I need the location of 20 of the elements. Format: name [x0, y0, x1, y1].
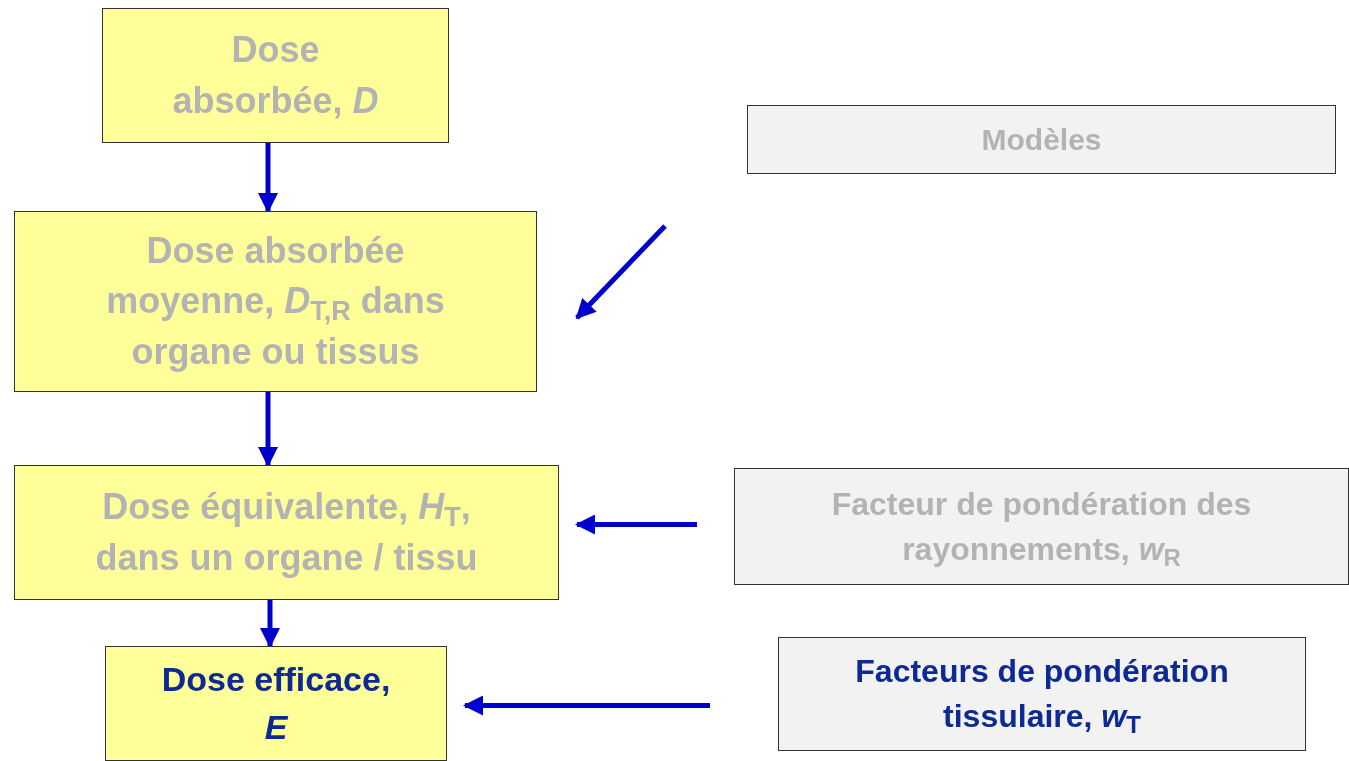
- arrow: [258, 392, 278, 467]
- process-box: [778, 637, 1306, 751]
- box-text: Dose efficace, E: [160, 658, 392, 748]
- box-text: Modèles: [981, 121, 1102, 158]
- box-text: Facteurs de pondération tissulaire, w$_{T}$: [854, 652, 1230, 739]
- box-text: Dose absorbée, D: [171, 28, 380, 123]
- process-box: [734, 468, 1349, 585]
- box-text: Dose absorbée moyenne, D$_{T,R}$ dans organe ou tissus: [105, 228, 446, 374]
- arrow: [463, 695, 710, 716]
- arrow: [575, 514, 697, 535]
- box-text: Facteur de pondération des rayonnements, w$_{R}$: [830, 484, 1253, 572]
- arrow: [258, 143, 278, 213]
- arrow: [575, 224, 667, 320]
- process-box: [105, 646, 447, 761]
- process-box: [747, 105, 1336, 174]
- process-box: [102, 8, 449, 143]
- process-box: [14, 465, 559, 600]
- box-text: Dose équivalente, H$_{T}$, dans un organe / tissu: [94, 485, 479, 580]
- process-box: [14, 211, 537, 392]
- arrow: [260, 600, 280, 648]
